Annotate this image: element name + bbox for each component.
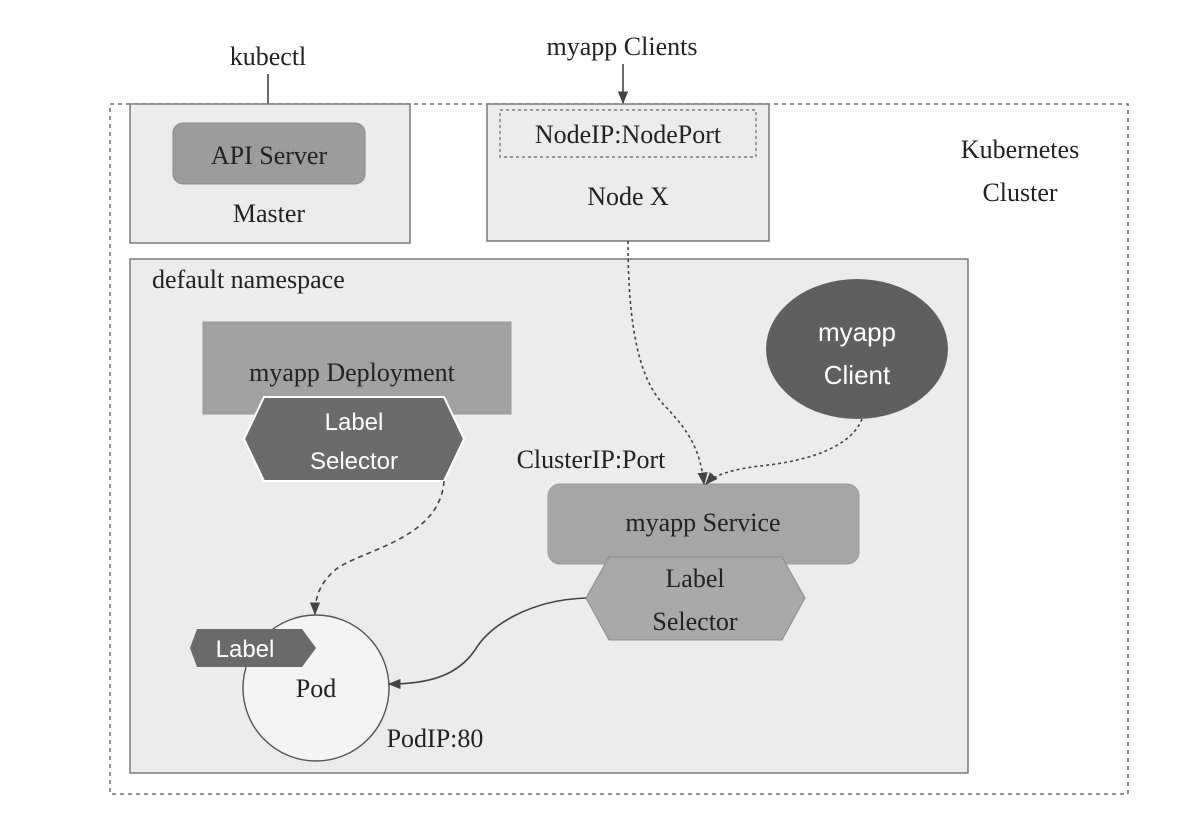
deployment-selector-to-pod-arrow — [309, 480, 445, 616]
cluster-ip-label: ClusterIP:Port — [517, 445, 667, 474]
pod-label-tag-text: Label — [216, 636, 275, 663]
namespace-label: default namespace — [152, 265, 345, 294]
master-label: Master — [233, 199, 306, 228]
service-selector-to-pod-arrow — [387, 597, 587, 690]
pod-ip-label: PodIP:80 — [387, 724, 484, 753]
client-to-service-arrow — [705, 418, 863, 485]
node-x-label: Node X — [587, 182, 669, 211]
cluster-label-line1: Kubernetes — [961, 135, 1079, 164]
nodeport-to-service-arrow — [627, 240, 708, 486]
api-server-box — [172, 122, 366, 185]
myapp-client-line2: Client — [824, 360, 891, 390]
cluster-label-line2: Cluster — [982, 178, 1057, 207]
deployment-selector-line2: Selector — [310, 448, 398, 475]
service-label: myapp Service — [625, 508, 780, 537]
cluster-boundary — [109, 103, 1129, 795]
api-server-label: API Server — [211, 141, 328, 170]
pod-label-tag-shape — [190, 629, 316, 667]
myapp-client-line1: myapp — [818, 317, 896, 347]
service-selector-line2: Selector — [652, 607, 738, 636]
myapp-client-ellipse — [766, 279, 948, 419]
node-x-box — [486, 103, 770, 242]
service-selector-line1: Label — [665, 564, 724, 593]
nodeport-box — [499, 109, 757, 158]
deployment-label: myapp Deployment — [249, 358, 456, 387]
kubectl-label: kubectl — [230, 42, 307, 71]
nodeport-label: NodeIP:NodePort — [535, 120, 722, 149]
myapp-clients-label: myapp Clients — [547, 32, 698, 61]
deployment-selector-line1: Label — [325, 409, 384, 436]
pod-label: Pod — [296, 674, 336, 703]
